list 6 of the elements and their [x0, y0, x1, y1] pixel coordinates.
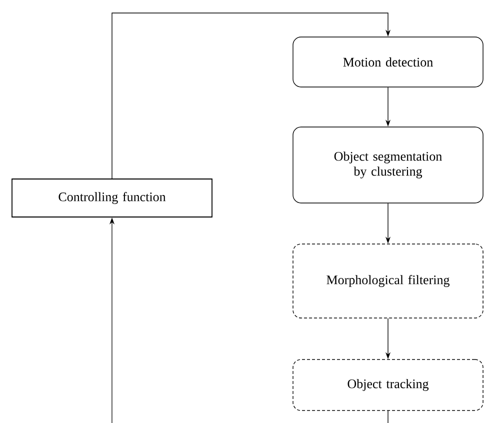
- process-box: Object tracking: [292, 359, 484, 411]
- process-box: Controlling function: [12, 178, 212, 218]
- process-box: Object segmentation by clustering: [292, 126, 484, 204]
- process-box: Morphological filtering: [292, 244, 484, 318]
- process-box: Motion detection: [292, 36, 484, 88]
- arrow: [112, 12, 391, 179]
